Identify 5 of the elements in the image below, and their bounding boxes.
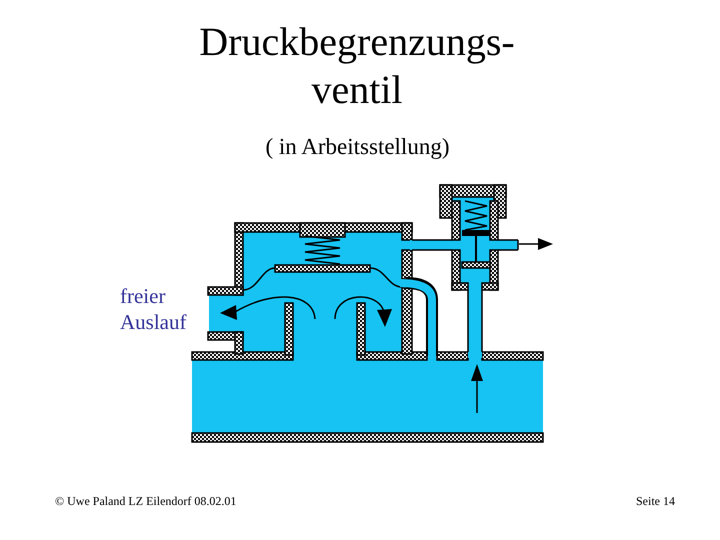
footer-credit: © Uwe Paland LZ Eilendorf 08.02.01 bbox=[55, 494, 236, 509]
outlet-label: freier Auslauf bbox=[120, 283, 188, 335]
page-number: Seite 14 bbox=[636, 494, 675, 509]
subtitle: ( in Arbeitsstellung) bbox=[264, 133, 450, 161]
slide-title: Druckbegrenzungs- ventil bbox=[198, 18, 516, 114]
